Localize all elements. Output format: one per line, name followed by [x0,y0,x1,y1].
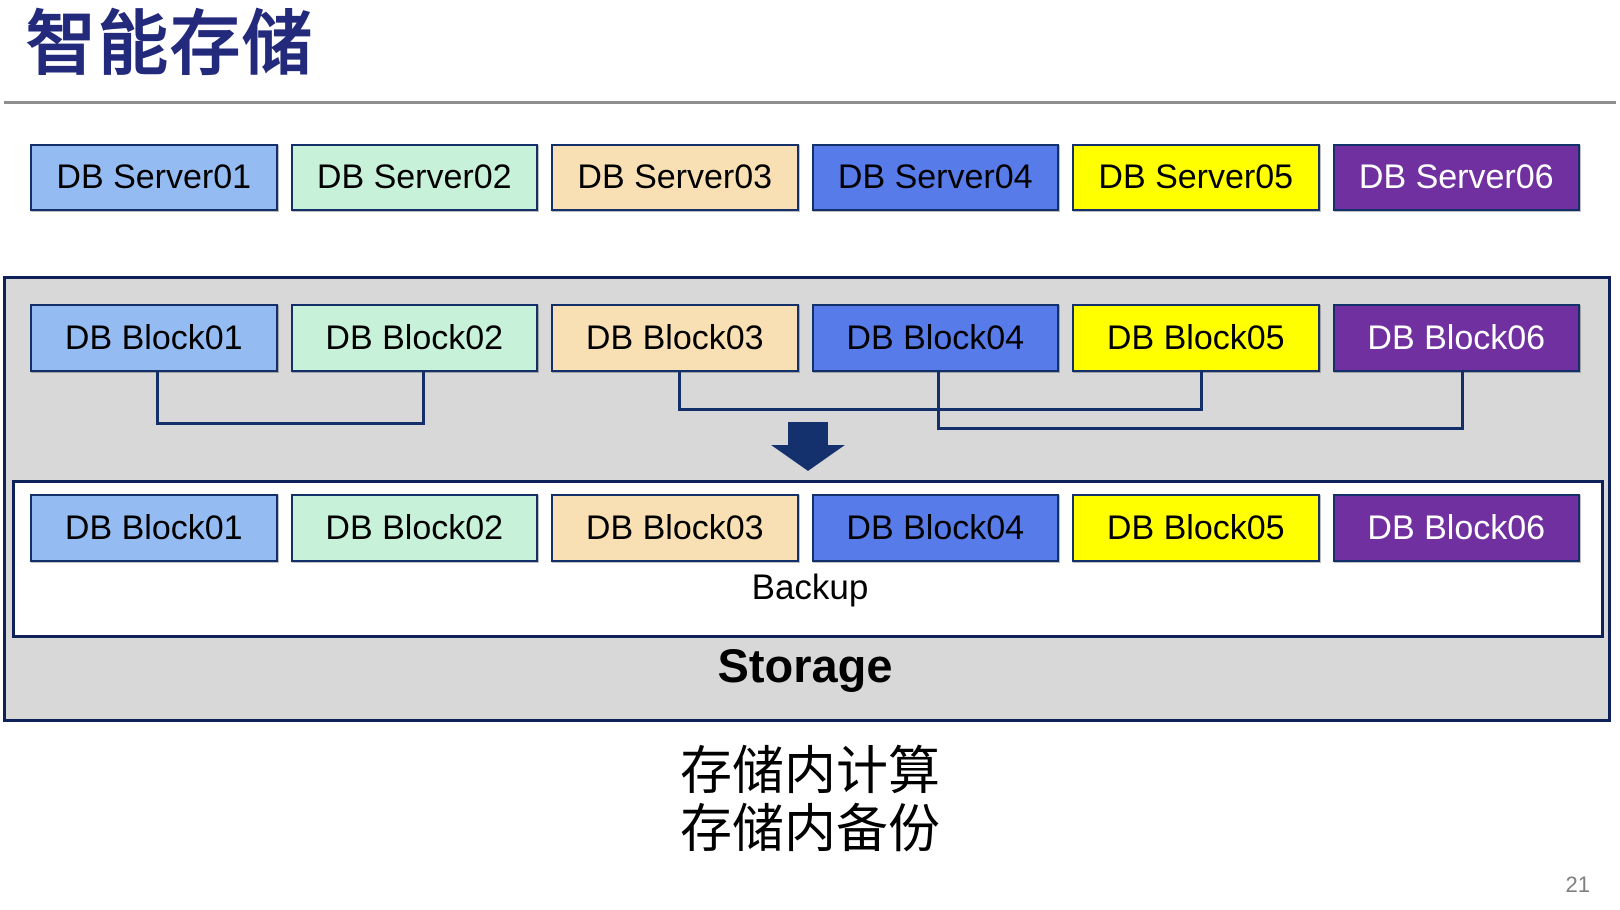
db-block01-top-box: DB Block01 [30,304,278,372]
slide-title: 智能存储 [26,5,314,83]
db-server04-box: DB Server04 [811,144,1059,211]
down-arrow-icon-head [771,445,845,471]
db-block04-bottom-box: DB Block04 [811,494,1059,562]
db-block05-bottom-box: DB Block05 [1072,494,1320,562]
db-server06-box: DB Server06 [1332,144,1580,211]
db-block03-bottom-box: DB Block03 [551,494,799,562]
connector-block03-block05 [678,372,1203,411]
db-block06-top-box: DB Block06 [1332,304,1580,372]
caption-line-1: 存储内计算 [679,743,940,801]
storage-label: Storage [717,639,893,692]
db-block04-top-box: DB Block04 [811,304,1059,372]
db-block01-bottom-box: DB Block01 [30,494,278,562]
db-block05-top-box: DB Block05 [1072,304,1320,372]
db-block-top-row: DB Block01 DB Block02 DB Block03 DB Bloc… [30,304,1580,372]
db-block02-bottom-box: DB Block02 [290,494,538,562]
connector-block04-block06 [937,372,1464,430]
connector-block01-block02 [156,372,425,425]
down-arrow-icon [788,422,828,446]
page-number: 21 [1565,872,1590,897]
db-server01-box: DB Server01 [30,144,278,211]
db-server03-box: DB Server03 [551,144,799,211]
db-server-row: DB Server01 DB Server02 DB Server03 DB S… [30,144,1580,211]
db-block02-top-box: DB Block02 [290,304,538,372]
caption-line-2: 存储内备份 [679,801,940,859]
db-server05-box: DB Server05 [1072,144,1320,211]
title-underline [4,101,1616,104]
db-block03-top-box: DB Block03 [551,304,799,372]
db-block-bottom-row: DB Block01 DB Block02 DB Block03 DB Bloc… [30,494,1580,562]
backup-label: Backup [751,568,869,607]
db-server02-box: DB Server02 [290,144,538,211]
db-block06-bottom-box: DB Block06 [1332,494,1580,562]
